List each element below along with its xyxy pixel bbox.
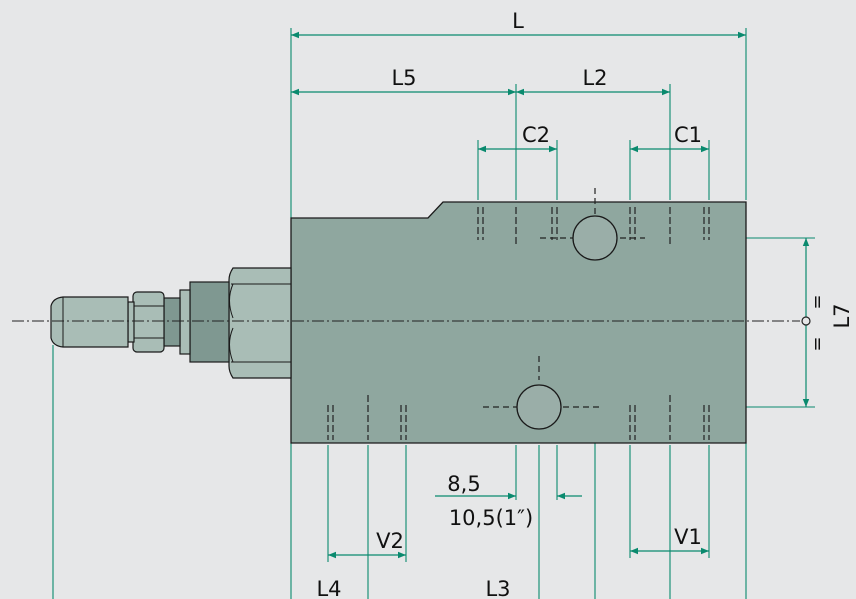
label-c1: C1 (674, 123, 702, 147)
port-c-circle (572, 215, 618, 261)
centre-point-marker (801, 316, 811, 326)
valve-body (290, 201, 747, 444)
equal-sign-bottom: = (807, 336, 828, 351)
label-8-5: 8,5 (447, 472, 480, 496)
dimension-labels: L L5 L2 C2 C1 V2 V1 L4 L3 8,5 10,5(1″) L… (316, 9, 854, 599)
label-l4: L4 (316, 577, 341, 599)
port-v-circle (516, 384, 562, 430)
adjuster-assembly (50, 267, 292, 379)
hidden-lines-top (477, 207, 710, 245)
label-l5: L5 (391, 66, 416, 90)
label-c2: C2 (522, 123, 550, 147)
label-v2: V2 (376, 529, 404, 553)
label-l2: L2 (582, 66, 607, 90)
label-l7: L7 (830, 303, 854, 328)
equal-sign-top: = (807, 294, 828, 309)
label-l: L (512, 9, 524, 33)
label-v1: V1 (674, 525, 702, 549)
label-l3: L3 (485, 577, 510, 599)
hidden-lines-bottom (327, 395, 710, 440)
label-10-5: 10,5(1″) (449, 506, 533, 530)
dimension-lines (291, 31, 810, 559)
